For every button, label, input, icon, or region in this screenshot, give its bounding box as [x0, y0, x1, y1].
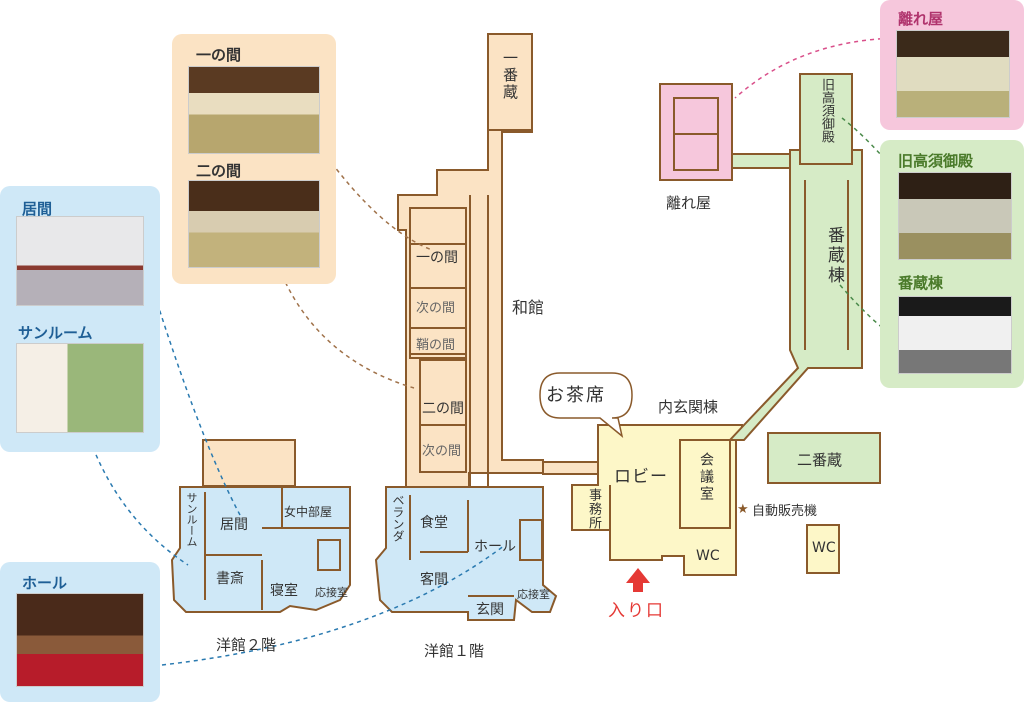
label-kaigishitsu: 会議室 [698, 452, 714, 503]
photo-ni-no-ma [188, 180, 320, 268]
line-hanareya [734, 37, 899, 99]
photo-title-ichi-no-ma: 一の間 [196, 46, 242, 64]
label-ima: 居間 [220, 517, 248, 533]
photo-title-bankura: 番蔵棟 [898, 274, 944, 292]
label-lobby: ロビー [614, 467, 668, 487]
label-hall: ホール [474, 539, 516, 555]
label-wc1: WC [696, 548, 720, 564]
line-hall [161, 544, 506, 666]
label-shokudo: 食堂 [420, 515, 448, 531]
ichibankura-block [487, 33, 533, 131]
line-sunroom [89, 439, 189, 566]
label-nibankura: 二番蔵 [797, 451, 843, 469]
yokan1-building [374, 486, 558, 621]
label-yokan1: 洋館１階 [424, 642, 485, 660]
photo-title-sunroom: サンルーム [18, 324, 93, 342]
line-ichi-no-ma [321, 149, 433, 251]
photo-ichi-no-ma [188, 66, 320, 154]
hanareya-block [659, 83, 733, 181]
photo-hanareya [896, 30, 1010, 118]
wc2-block [806, 524, 840, 574]
photo-title-ni-no-ma: 二の間 [196, 162, 242, 180]
photo-title-hall: ホール [22, 574, 68, 592]
label-yokan2: 洋館２階 [216, 636, 277, 654]
label-saya-no-ma: 鞘の間 [416, 338, 456, 353]
label-osetsushitsu1: 応接室 [517, 588, 550, 601]
kaigishitsu-block [679, 439, 731, 529]
label-uchigenkan: 内玄関棟 [658, 398, 719, 416]
entrance-arrow-icon [626, 568, 650, 592]
bankura-building [727, 73, 863, 441]
label-jimusho: 事務所 [586, 488, 601, 530]
label-kyakuma: 客間 [420, 572, 448, 588]
label-jidohanbaiki: 自動販売機 [752, 504, 818, 519]
label-ichibankura: 一番蔵 [501, 50, 519, 101]
label-wakan: 和館 [512, 298, 545, 317]
label-veranda: ベランダ [391, 494, 405, 542]
label-jochu: 女中部屋 [284, 505, 333, 519]
label-tsugi-no-ma-1: 次の間 [416, 301, 456, 316]
label-ichi-no-ma: 一の間 [416, 250, 458, 266]
star-icon: ★ [737, 502, 749, 517]
ochaseki-bubble [539, 372, 633, 438]
photo-hall [16, 593, 144, 687]
photo-ima [16, 216, 144, 306]
label-shosai: 書斎 [216, 571, 244, 587]
label-tsugi-no-ma-2: 次の間 [422, 444, 462, 459]
photo-sunroom [16, 343, 144, 433]
label-osetsushitsu2: 応接室 [315, 586, 348, 599]
label-hanareya: 離れ屋 [666, 194, 712, 212]
label-genkan: 玄関 [476, 602, 504, 618]
nibankura-block [767, 432, 881, 484]
label-kyu-takasu: 旧高須御殿 [819, 78, 834, 143]
label-sunroom: サンルーム [185, 492, 198, 547]
line-ima [149, 279, 241, 516]
line-ni-no-ma [281, 274, 415, 389]
photo-title-kyu-takasu: 旧高須御殿 [898, 152, 974, 170]
label-iriguchi[interactable]: 入り口 [608, 601, 665, 621]
label-shinshitsu: 寝室 [270, 583, 298, 599]
photo-bankura [898, 296, 1012, 374]
label-wc2: WC [812, 540, 836, 556]
annex-block [202, 439, 296, 487]
photo-title-hanareya: 離れ屋 [898, 10, 944, 28]
photo-title-ima: 居間 [22, 200, 53, 218]
label-ochaseki: お茶席 [546, 385, 606, 406]
yokan2-building [170, 486, 351, 613]
label-ni-no-ma: 二の間 [422, 401, 464, 417]
label-bankura: 番蔵棟 [824, 226, 844, 286]
photo-kyu-takasu [898, 172, 1012, 260]
